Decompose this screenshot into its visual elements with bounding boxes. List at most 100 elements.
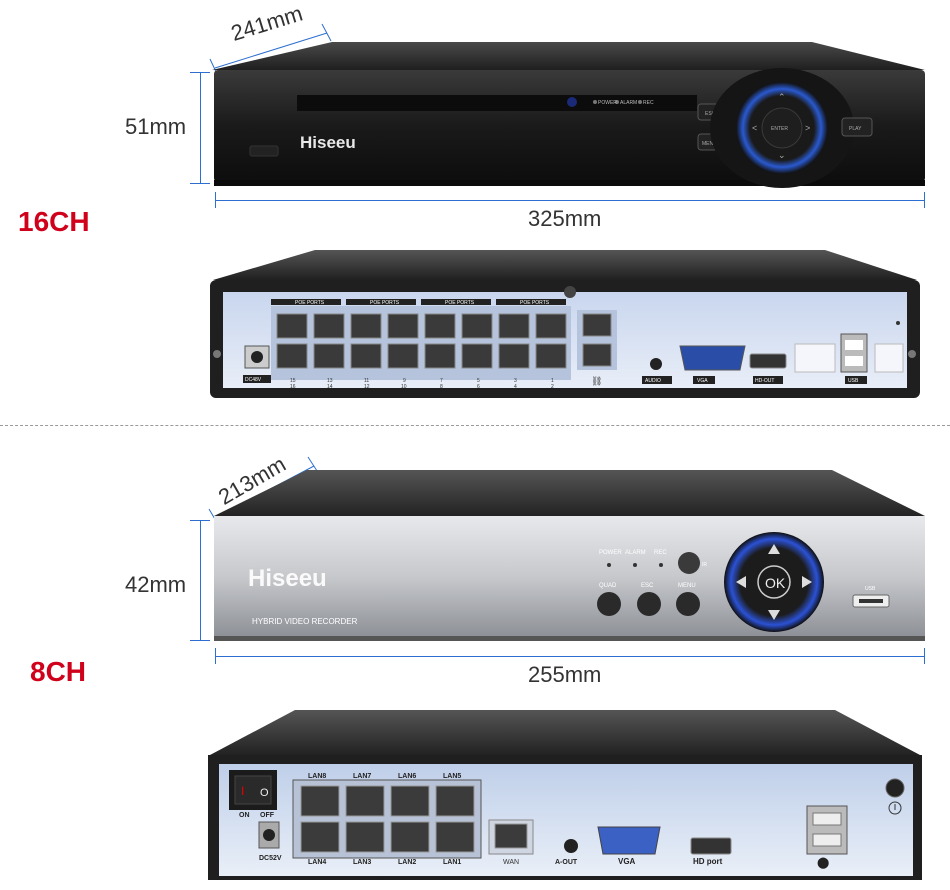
svg-text:PLAY: PLAY <box>849 126 862 132</box>
led-label-rec: REC <box>643 100 654 106</box>
svg-text:USB: USB <box>848 378 859 384</box>
led-label-alarm: ALARM <box>620 100 637 106</box>
ir-sensor <box>678 552 700 574</box>
subtitle-8: HYBRID VIDEO RECORDER <box>252 617 358 626</box>
svg-text:14: 14 <box>327 384 333 390</box>
channel-label-16: 16CH <box>18 206 90 237</box>
enter-button-16[interactable] <box>761 107 803 149</box>
svg-text:6: 6 <box>477 384 480 390</box>
svg-text:⬤: ⬤ <box>817 857 829 869</box>
vga-port-16[interactable] <box>679 345 746 371</box>
play-button-16[interactable] <box>841 117 873 137</box>
svg-text:MENU: MENU <box>678 583 696 589</box>
svg-text:VGA: VGA <box>697 378 708 384</box>
poe-port-block-16: POE PORTS POE PORTS POE PORTS POE PORTS … <box>271 299 571 390</box>
svg-text:LAN1: LAN1 <box>443 859 461 866</box>
svg-text:HD port: HD port <box>693 857 723 866</box>
svg-text:REC: REC <box>654 550 667 556</box>
led-label-power: POWER <box>598 100 617 106</box>
ground-icon <box>888 801 902 815</box>
svg-text:LAN7: LAN7 <box>353 773 371 780</box>
menu-button-8[interactable] <box>676 592 700 616</box>
svg-text:QUAD: QUAD <box>599 583 617 589</box>
svg-text:ESC: ESC <box>641 583 654 589</box>
svg-text:OK: OK <box>765 575 786 591</box>
svg-text:<: < <box>752 123 757 133</box>
svg-text:11: 11 <box>364 378 369 384</box>
svg-text:15: 15 <box>290 378 296 384</box>
svg-text:⌃: ⌃ <box>778 92 786 102</box>
svg-text:IR: IR <box>702 562 707 568</box>
height-line-16 <box>200 72 201 184</box>
svg-text:LAN3: LAN3 <box>353 859 371 866</box>
wan-port[interactable] <box>494 823 528 849</box>
svg-text:ESC: ESC <box>705 111 716 117</box>
channel-label-8: 8CH <box>30 656 87 687</box>
svg-text:MENU: MENU <box>702 141 717 147</box>
svg-text:I: I <box>241 784 244 798</box>
svg-text:POE PORTS: POE PORTS <box>295 300 325 306</box>
svg-text:13: 13 <box>327 378 333 384</box>
svg-text:WAN: WAN <box>503 859 519 866</box>
svg-text:9: 9 <box>403 378 406 384</box>
svg-text:1: 1 <box>551 378 554 384</box>
svg-text:ALARM: ALARM <box>625 550 646 556</box>
svg-text:O: O <box>260 787 269 799</box>
width-label-16: 325mm <box>528 206 602 231</box>
svg-text:4: 4 <box>514 384 517 390</box>
height-label-8: 42mm <box>125 572 187 597</box>
svg-text:POE PORTS: POE PORTS <box>370 300 400 306</box>
audio-jack-16[interactable] <box>650 358 662 370</box>
height-label-16: 51mm <box>125 114 187 139</box>
dc-power-jack[interactable] <box>263 829 275 841</box>
svg-text:HD-OUT: HD-OUT <box>755 378 774 384</box>
nvr16-rear: POE PORTS POE PORTS POE PORTS POE PORTS … <box>210 250 920 398</box>
height-line-8 <box>200 520 201 640</box>
width-line-16 <box>215 200 925 201</box>
vga-port-8[interactable] <box>597 826 661 855</box>
svg-text:2: 2 <box>551 384 554 390</box>
nvr8-front: Hiseeu HYBRID VIDEO RECORDER POWER ALARM… <box>214 470 925 641</box>
audio-out-jack[interactable] <box>564 839 578 853</box>
svg-text:LAN5: LAN5 <box>443 773 461 780</box>
svg-text:LAN8: LAN8 <box>308 773 326 780</box>
svg-text:POE PORTS: POE PORTS <box>445 300 475 306</box>
svg-text:DC52V: DC52V <box>259 855 282 862</box>
svg-text:3: 3 <box>514 378 517 384</box>
nvr16-front: POWER ALARM REC Hiseeu ESC MENU ENTER ⌃ … <box>212 42 925 188</box>
svg-text:12: 12 <box>364 384 370 390</box>
svg-text:5: 5 <box>477 378 480 384</box>
quad-button[interactable] <box>597 592 621 616</box>
brand-logo-8: Hiseeu <box>248 565 327 592</box>
hdmi-port-8[interactable] <box>690 837 732 855</box>
dc48v-label: DC48V <box>245 377 262 383</box>
brand-logo-16: Hiseeu <box>300 133 356 152</box>
svg-text:POE PORTS: POE PORTS <box>520 300 550 306</box>
svg-text:OFF: OFF <box>260 812 275 819</box>
svg-text:USB: USB <box>865 586 876 592</box>
svg-text:LAN6: LAN6 <box>398 773 416 780</box>
hdmi-port-16[interactable] <box>749 353 787 369</box>
ok-button[interactable] <box>757 565 791 599</box>
width-label-8: 255mm <box>528 662 602 687</box>
svg-text:VGA: VGA <box>618 857 636 866</box>
lan-port-block-8: LAN8 LAN7 LAN6 LAN5 LAN4 LAN3 LAN2 LAN1 <box>292 773 482 866</box>
svg-text:LAN4: LAN4 <box>308 859 326 866</box>
svg-text:8: 8 <box>440 384 443 390</box>
svg-text:A-OUT: A-OUT <box>555 859 578 866</box>
svg-text:16: 16 <box>290 384 296 390</box>
svg-text:AUDIO: AUDIO <box>645 378 661 384</box>
width-line-8 <box>215 656 925 657</box>
esc-button-8[interactable] <box>637 592 661 616</box>
svg-text:POWER: POWER <box>599 550 622 556</box>
svg-text:7: 7 <box>440 378 443 384</box>
svg-text:10: 10 <box>401 384 407 390</box>
svg-text:>: > <box>805 123 810 133</box>
section-divider <box>0 425 950 426</box>
svg-text:ON: ON <box>239 812 250 819</box>
svg-text:⛓: ⛓ <box>591 376 602 386</box>
usb-ports-16[interactable] <box>840 333 868 373</box>
svg-text:LAN2: LAN2 <box>398 859 416 866</box>
screw-terminal <box>885 778 905 798</box>
